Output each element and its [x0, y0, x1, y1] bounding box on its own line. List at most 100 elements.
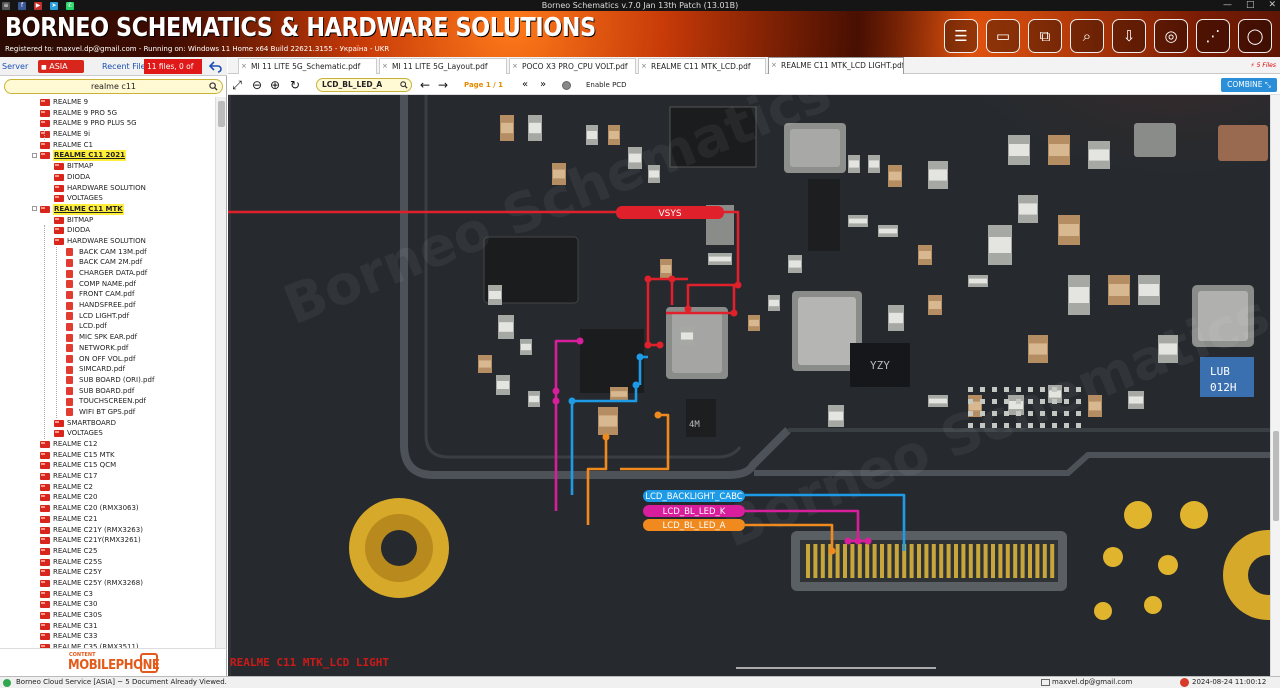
- tree-folder-item[interactable]: REALME 9i: [0, 129, 215, 140]
- enable-pcd-toggle[interactable]: [562, 81, 571, 90]
- document-tab[interactable]: ×MI 11 LITE 5G_Layout.pdf: [379, 58, 507, 74]
- tab-close-icon[interactable]: ×: [641, 62, 647, 70]
- net-test-point[interactable]: [644, 275, 652, 283]
- tree-folder-item[interactable]: VOLTAGES: [0, 193, 215, 204]
- net-test-point[interactable]: [644, 341, 652, 349]
- tree-search-input[interactable]: realme c11: [4, 79, 223, 94]
- net-test-point[interactable]: [844, 537, 852, 545]
- tree-folder-item[interactable]: HARDWARE SOLUTION: [0, 236, 215, 247]
- user-button[interactable]: ◯: [1238, 19, 1272, 53]
- folder-download-button[interactable]: ⇩: [1112, 19, 1146, 53]
- net-test-point[interactable]: [632, 381, 640, 389]
- first-page-icon[interactable]: «: [521, 79, 529, 90]
- face-scan-button[interactable]: ◎: [1154, 19, 1188, 53]
- devices-button[interactable]: ⧉: [1028, 19, 1062, 53]
- tree-folder-item[interactable]: REALME C15 QCM: [0, 460, 215, 471]
- tree-folder-item[interactable]: DIODA: [0, 225, 215, 236]
- led-k-label-pill[interactable]: [643, 505, 745, 517]
- tree-folder-item[interactable]: REALME C25: [0, 546, 215, 557]
- tree-file-item[interactable]: BACK CAM 2M.pdf: [0, 257, 215, 268]
- zoom-in-icon[interactable]: ⊕: [269, 78, 281, 92]
- telegram-icon[interactable]: ➤: [50, 1, 58, 10]
- net-test-point[interactable]: [654, 411, 662, 419]
- tree-folder-item[interactable]: REALME C25S: [0, 557, 215, 568]
- net-test-point[interactable]: [684, 305, 692, 313]
- tree-folder-item[interactable]: REALME 9 PRO PLUS 5G: [0, 118, 215, 129]
- vsys-label-pill[interactable]: [616, 206, 724, 219]
- net-test-point[interactable]: [656, 341, 664, 349]
- monitor-button[interactable]: ▭: [986, 19, 1020, 53]
- tree-file-item[interactable]: SUB BOARD.pdf: [0, 386, 215, 397]
- expand-toggle-icon[interactable]: [32, 152, 37, 158]
- net-test-point[interactable]: [552, 397, 560, 405]
- back-arrow-icon[interactable]: [209, 60, 222, 73]
- last-page-icon[interactable]: »: [539, 79, 547, 90]
- tree-folder-item[interactable]: REALME C11 MTK: [0, 203, 215, 215]
- tree-folder-item[interactable]: BITMAP: [0, 161, 215, 172]
- net-test-point[interactable]: [576, 337, 584, 345]
- net-test-point[interactable]: [828, 547, 836, 555]
- tree-file-item[interactable]: CHARGER DATA.pdf: [0, 268, 215, 279]
- net-test-point[interactable]: [552, 387, 560, 395]
- search-zoom-button[interactable]: ⌕: [1070, 19, 1104, 53]
- tree-folder-item[interactable]: REALME C3: [0, 589, 215, 600]
- schematic-viewer[interactable]: YZY LUB 012H 4M Borneo Schematics Borneo…: [228, 95, 1270, 676]
- tree-folder-item[interactable]: REALME C11 2021: [0, 150, 215, 162]
- fit-screen-icon[interactable]: ⤢: [232, 78, 242, 92]
- tree-file-item[interactable]: SIMCARD.pdf: [0, 364, 215, 375]
- maximize-button[interactable]: □: [1245, 0, 1255, 10]
- net-search-icon[interactable]: [400, 81, 408, 89]
- tab-close-icon[interactable]: ×: [512, 62, 518, 70]
- next-arrow-icon[interactable]: →: [437, 78, 449, 92]
- previous-arrow-icon[interactable]: ←: [419, 78, 431, 92]
- backlight-label-pill[interactable]: [643, 490, 745, 502]
- youtube-icon[interactable]: ▶: [34, 1, 42, 10]
- led-a-label-pill[interactable]: [643, 519, 745, 531]
- tree-file-item[interactable]: SUB BOARD (ORI).pdf: [0, 375, 215, 386]
- tree-file-item[interactable]: LCD.pdf: [0, 321, 215, 332]
- tree-folder-item[interactable]: SMARTBOARD: [0, 418, 215, 429]
- tree-folder-item[interactable]: REALME C15 MTK: [0, 450, 215, 461]
- facebook-icon[interactable]: f: [18, 1, 26, 10]
- tree-folder-item[interactable]: REALME C31: [0, 621, 215, 632]
- tree-file-item[interactable]: MIC SPK EAR.pdf: [0, 332, 215, 343]
- viewer-scrollbar[interactable]: [1270, 95, 1280, 676]
- tree-folder-item[interactable]: REALME C21Y(RMX3261): [0, 535, 215, 546]
- tree-file-item[interactable]: HANDSFREE.pdf: [0, 300, 215, 311]
- combine-button[interactable]: COMBINE ⤡: [1221, 78, 1277, 92]
- tree-folder-item[interactable]: VOLTAGES: [0, 428, 215, 439]
- tree-folder-item[interactable]: REALME C20 (RMX3063): [0, 503, 215, 514]
- tab-close-icon[interactable]: ×: [382, 62, 388, 70]
- tree-folder-item[interactable]: REALME C12: [0, 439, 215, 450]
- tree-folder-item[interactable]: HARDWARE SOLUTION: [0, 183, 215, 194]
- tree-folder-item[interactable]: REALME C25Y (RMX3268): [0, 578, 215, 589]
- net-test-point[interactable]: [602, 433, 610, 441]
- document-list-button[interactable]: ☰: [944, 19, 978, 53]
- minimize-button[interactable]: —: [1222, 0, 1232, 10]
- net-test-point[interactable]: [668, 275, 676, 283]
- recent-files-label[interactable]: Recent Files: [102, 62, 150, 71]
- tree-folder-item[interactable]: BITMAP: [0, 215, 215, 226]
- document-tab[interactable]: ×REALME C11 MTK_LCD.pdf: [638, 58, 766, 74]
- tree-folder-item[interactable]: REALME C30: [0, 599, 215, 610]
- tree-folder-item[interactable]: REALME C25Y: [0, 567, 215, 578]
- tree-folder-item[interactable]: REALME C21Y (RMX3263): [0, 525, 215, 536]
- close-button[interactable]: ✕: [1268, 0, 1276, 10]
- tree-file-item[interactable]: FRONT CAM.pdf: [0, 289, 215, 300]
- tree-file-item[interactable]: COMP NAME.pdf: [0, 279, 215, 290]
- zoom-out-icon[interactable]: ⊖: [251, 78, 263, 92]
- document-tab[interactable]: ×POCO X3 PRO_CPU VOLT.pdf: [509, 58, 636, 74]
- tree-folder-item[interactable]: DIODA: [0, 172, 215, 183]
- tree-folder-item[interactable]: REALME C17: [0, 471, 215, 482]
- tree-file-item[interactable]: LCD LIGHT.pdf: [0, 311, 215, 322]
- server-select[interactable]: ■ ASIA: [38, 60, 84, 73]
- tree-file-item[interactable]: ON OFF VOL.pdf: [0, 354, 215, 365]
- expand-toggle-icon[interactable]: [32, 206, 37, 212]
- tree-folder-item[interactable]: REALME C33: [0, 631, 215, 642]
- tree-file-item[interactable]: TOUCHSCREEN.pdf: [0, 396, 215, 407]
- tree-folder-item[interactable]: REALME C1: [0, 140, 215, 151]
- tree-folder-item[interactable]: REALME C35 (RMX3511): [0, 642, 215, 648]
- recent-files-count[interactable]: 11 files, 0 of fav: [144, 59, 202, 86]
- net-search-input[interactable]: LCD_BL_LED_A: [316, 78, 412, 92]
- app-menu-icon[interactable]: ≡: [2, 1, 10, 10]
